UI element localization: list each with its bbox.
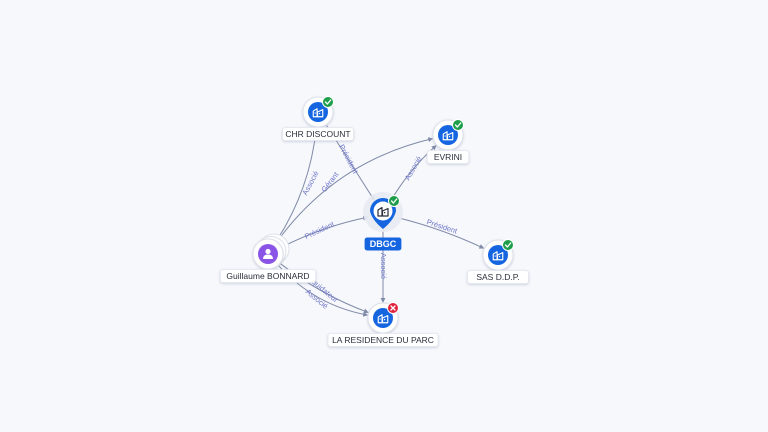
edge-guillaume-chr bbox=[276, 127, 319, 241]
node-label: DBGC bbox=[364, 237, 402, 251]
edge-label: Associé bbox=[300, 169, 320, 196]
edge-label: Associé bbox=[379, 253, 388, 279]
svg-text:LA RESIDENCE DU PARC: LA RESIDENCE DU PARC bbox=[332, 335, 434, 345]
node-label: CHR DISCOUNT bbox=[282, 127, 354, 141]
check-badge-icon bbox=[388, 195, 400, 207]
building-icon bbox=[492, 251, 504, 261]
node-guillaume[interactable]: Guillaume BONNARD bbox=[219, 233, 317, 283]
edges-layer bbox=[276, 125, 485, 317]
node-label: LA RESIDENCE DU PARC bbox=[327, 333, 439, 347]
check-badge-icon bbox=[452, 119, 464, 131]
edge-label: Gérant bbox=[319, 169, 341, 193]
building-icon bbox=[312, 108, 324, 118]
edge-label: Président bbox=[425, 217, 459, 236]
node-residence[interactable]: LA RESIDENCE DU PARC bbox=[327, 302, 439, 347]
node-label: Guillaume BONNARD bbox=[219, 269, 317, 283]
check-badge-icon bbox=[502, 239, 514, 251]
edge-guillaume-evrini bbox=[277, 137, 434, 242]
node-label: EVRINI bbox=[426, 150, 470, 164]
node-label: SAS D.D.P. bbox=[467, 270, 529, 284]
edge-label: Président bbox=[337, 143, 360, 176]
svg-text:SAS D.D.P.: SAS D.D.P. bbox=[476, 272, 519, 282]
edge-guillaume-dbgc bbox=[282, 215, 369, 248]
edge-label: Président bbox=[303, 219, 336, 241]
svg-text:Guillaume BONNARD: Guillaume BONNARD bbox=[226, 271, 309, 281]
edge-label: Associé bbox=[403, 155, 424, 182]
check-badge-icon bbox=[322, 96, 334, 108]
person-icon bbox=[263, 248, 273, 259]
building-icon bbox=[442, 131, 454, 141]
nodes-layer: CHR DISCOUNT EVRINI SAS D.D.P. LA RESIDENCE… bbox=[219, 96, 529, 347]
node-center-dbgc[interactable]: DBGC bbox=[363, 192, 403, 251]
building-icon bbox=[377, 314, 389, 324]
node-evrini[interactable]: EVRINI bbox=[426, 119, 470, 164]
svg-text:DBGC: DBGC bbox=[370, 239, 397, 249]
closed-badge-icon bbox=[387, 302, 399, 314]
node-chr[interactable]: CHR DISCOUNT bbox=[282, 96, 354, 141]
node-sasddp[interactable]: SAS D.D.P. bbox=[467, 239, 529, 284]
edge-dbgc-sasddp bbox=[398, 217, 485, 249]
building-icon bbox=[377, 206, 389, 217]
svg-text:CHR DISCOUNT: CHR DISCOUNT bbox=[285, 129, 350, 139]
svg-text:EVRINI: EVRINI bbox=[434, 152, 462, 162]
